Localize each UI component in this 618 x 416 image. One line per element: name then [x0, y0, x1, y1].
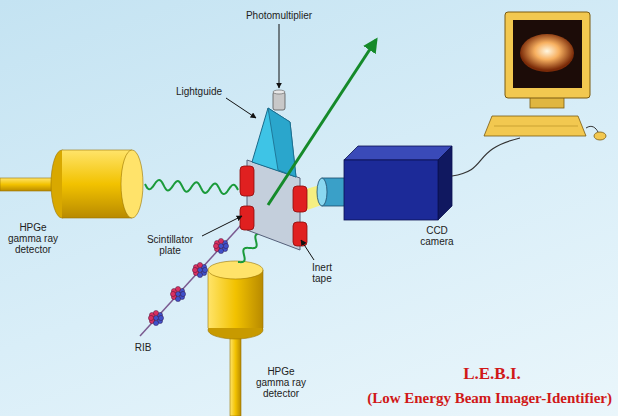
bottom-detector [208, 261, 263, 416]
part-label: Lightguide [170, 86, 228, 97]
cable [452, 138, 520, 176]
diagram-title: L.E.B.I. [463, 364, 521, 384]
part-label: HPGe gamma ray detector [2, 222, 64, 255]
gamma-wave [145, 180, 238, 194]
ccd-camera [317, 146, 452, 220]
part-label: Photomultiplier [234, 10, 324, 21]
leader-lines [202, 24, 314, 260]
part-label: CCD camera [414, 225, 460, 247]
part-label: Scintillator plate [140, 234, 200, 256]
computer [484, 12, 606, 140]
part-label: Inert tape [304, 262, 340, 284]
left-detector [0, 150, 143, 218]
gamma-wave [238, 234, 262, 262]
part-label: RIB [128, 342, 158, 353]
beam-line [140, 202, 262, 336]
part-label: HPGe gamma ray detector [250, 366, 312, 399]
rib-nuclei [148, 206, 257, 325]
diagram-caption: (Low Energy Beam Imager-Identifier) [367, 390, 612, 407]
